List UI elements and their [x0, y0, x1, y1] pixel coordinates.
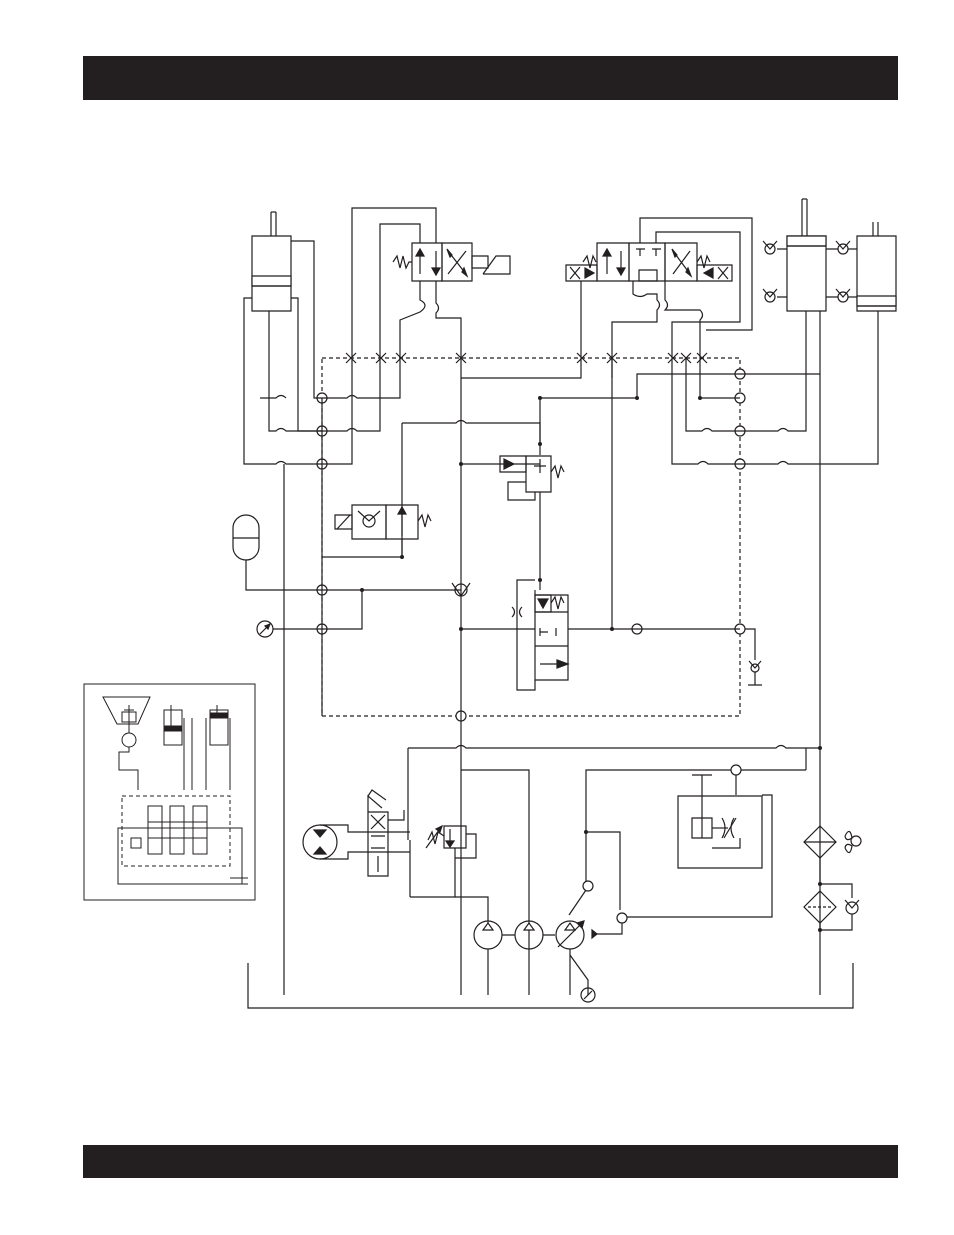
manifold-ports [317, 369, 745, 721]
inset-subcircuit [84, 684, 255, 900]
valve-upper-right-lines [581, 218, 752, 629]
pressure-gauge-upper [257, 621, 322, 637]
lower-dots [360, 396, 822, 932]
return-filter [804, 884, 859, 930]
double-cylinder-right [763, 199, 896, 311]
variable-pump [556, 921, 597, 995]
footer-band [83, 1145, 898, 1178]
footer-text [83, 1159, 95, 1175]
lower-lines [408, 716, 820, 995]
manual-directional-valve [368, 790, 410, 876]
valve-upper-lines [322, 208, 581, 716]
tank-line [248, 963, 853, 1008]
cylinder-right-lines [740, 311, 878, 995]
directional-valve-upper-right [566, 243, 732, 281]
manifold-internal-lines [322, 374, 740, 716]
manifold-boundary [322, 358, 740, 716]
cylinder-left-lines [244, 241, 322, 995]
oil-cooler [804, 826, 861, 884]
directional-valve-upper [393, 243, 510, 281]
relief-valve [426, 826, 476, 858]
flow-control-block [678, 775, 762, 868]
fixed-pump-1 [474, 921, 502, 995]
lower-junctions [583, 765, 741, 923]
proportional-valve [512, 580, 568, 690]
pressure-reducing-valve [500, 456, 564, 590]
tank-check-valve [745, 629, 762, 685]
hydraulic-motor [303, 825, 368, 859]
solenoid-check-valve [335, 505, 431, 557]
accumulator [233, 515, 322, 590]
hydraulic-cylinder-left [252, 212, 291, 311]
